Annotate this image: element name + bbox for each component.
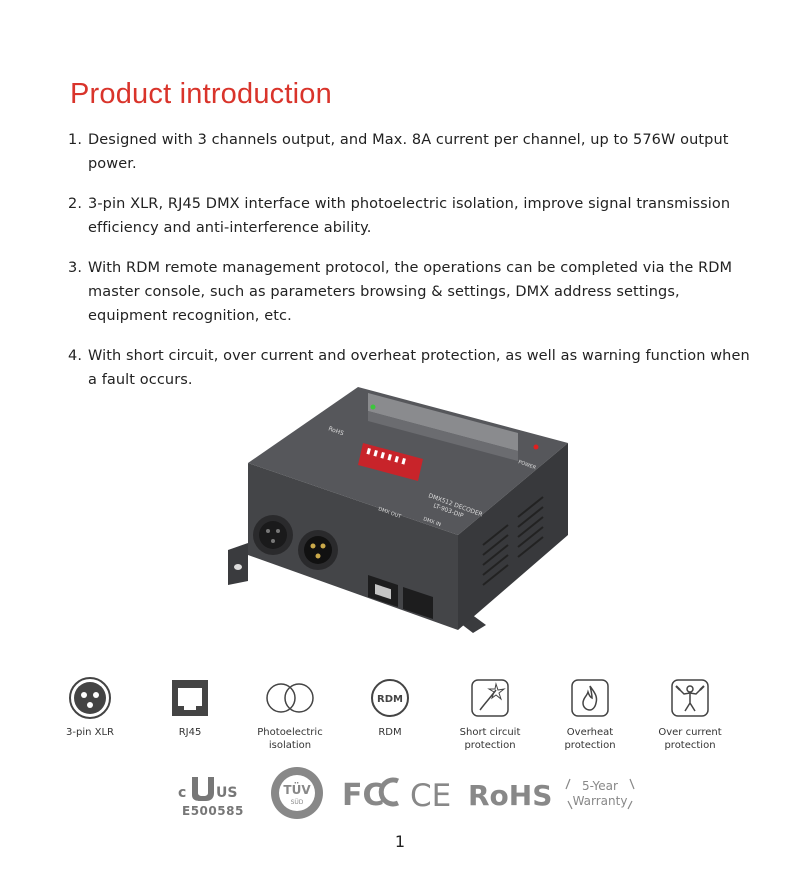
feature-item: 3.With RDM remote management protocol, t… — [68, 260, 733, 324]
ul-number-text: E500585 — [182, 804, 244, 818]
warranty-badge: 5-Year Warranty — [565, 778, 635, 810]
warranty-line2: Warranty — [573, 794, 628, 808]
feature-icon-cell: Overheat protection — [540, 676, 640, 752]
icon-label: RDM — [378, 727, 402, 738]
feature-item: 4.With short circuit, over current and o… — [68, 348, 750, 388]
certification-logos: c US E500585 TÜV SÜD FC CE RoHS 5-Year W… — [178, 767, 635, 819]
over-current-icon — [671, 679, 709, 717]
page-title: Product introduction — [70, 78, 332, 110]
feature-icon-cell: Over current protection — [640, 676, 740, 752]
fcc-logo: FC — [342, 777, 399, 813]
rohs-logo: RoHS — [468, 779, 552, 812]
short-circuit-icon — [471, 679, 509, 717]
feature-icon-cell: 3-pin XLR — [40, 676, 140, 739]
feature-icons: 3-pin XLR RJ45 Photoelectric isolation R… — [40, 676, 780, 756]
feature-text: Designed with 3 channels output, and Max… — [88, 132, 729, 172]
icon-label: 3-pin XLR — [66, 727, 114, 738]
feature-icon-cell: RJ45 — [140, 676, 240, 739]
rj45-icon — [172, 680, 208, 716]
overheat-icon — [571, 679, 609, 717]
product-image: DMX512 DECODER LT-903-DIP RoHS POWER DMX… — [228, 387, 568, 633]
feature-text: With short circuit, over current and ove… — [88, 348, 750, 388]
icon-label: Short circuit protection — [459, 727, 521, 751]
feature-icon-cell: Photoelectric isolation — [240, 676, 340, 752]
ce-logo: CE — [410, 778, 451, 814]
feature-icon-cell: RDM RDM — [340, 676, 440, 739]
icon-label: Over current protection — [658, 727, 722, 751]
icon-label: Photoelectric isolation — [257, 727, 323, 751]
tuv-sub-text: SÜD — [291, 799, 304, 806]
tuv-logo: TÜV SÜD — [271, 767, 323, 819]
icon-label: RJ45 — [178, 727, 202, 738]
feature-icon-cell: Short circuit protection — [440, 676, 540, 752]
ul-logo: c US E500585 — [178, 777, 244, 818]
photoelectric-isolation-icon — [266, 683, 314, 713]
rdm-icon: RDM — [371, 679, 409, 717]
feature-item: 1.Designed with 3 channels output, and M… — [68, 132, 729, 172]
page-number: 1 — [394, 832, 406, 851]
ul-c-text: c — [178, 785, 186, 801]
icon-label: Overheat protection — [564, 727, 616, 751]
feature-list: 1.Designed with 3 channels output, and M… — [68, 128, 758, 408]
feature-text: 3-pin XLR, RJ45 DMX interface with photo… — [88, 196, 731, 236]
ul-us-text: US — [216, 785, 237, 801]
fcc-text: FC — [342, 778, 385, 813]
feature-item: 2.3-pin XLR, RJ45 DMX interface with pho… — [68, 196, 731, 236]
rdm-icon-text: RDM — [377, 694, 403, 705]
warranty-line1: 5-Year — [582, 779, 618, 793]
feature-text: With RDM remote management protocol, the… — [88, 260, 733, 324]
xlr-icon — [69, 677, 111, 719]
tuv-text: TÜV — [283, 782, 311, 797]
